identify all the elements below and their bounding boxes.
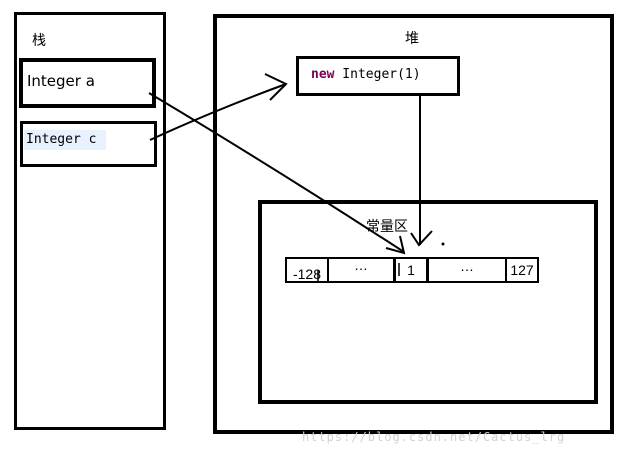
cache-cell-one: 1 [395, 259, 429, 281]
stack-var-a-label: Integer a [27, 72, 95, 90]
cache-cell-max: 127 [510, 262, 534, 278]
arrow-c-to-object-head [264, 73, 288, 101]
cache-cell-ellipsis-1: … [329, 258, 395, 281]
heap-object-label: new Integer(1) [311, 67, 421, 82]
constant-pool-title: 常量区 [366, 219, 408, 235]
dot-mark [441, 242, 445, 246]
arrow-c-to-object [149, 83, 287, 141]
arrow-object-to-pool-head [410, 230, 433, 247]
integer-cache-row: -128 … 1 … 127 [285, 257, 539, 283]
arrow-a-to-cache-head [385, 235, 406, 255]
stack-var-c-highlight [24, 130, 106, 150]
stack-var-c-label: Integer c [26, 132, 97, 147]
watermark: https://blog.csdn.net/Cactus_lrg [302, 430, 566, 444]
cache-cell-min: -128 [287, 259, 329, 282]
new-expression: Integer(1) [334, 67, 421, 82]
heap-title-text: 堆 [405, 31, 419, 47]
heap-title: 堆 [405, 28, 419, 48]
stack-title: 栈 [32, 33, 46, 49]
arrow-a-to-cache [148, 92, 405, 253]
cache-cell-ellipsis-2: … [429, 259, 507, 281]
heap-object [296, 56, 460, 96]
stack-var-a [19, 58, 156, 108]
new-keyword: new [311, 67, 335, 82]
